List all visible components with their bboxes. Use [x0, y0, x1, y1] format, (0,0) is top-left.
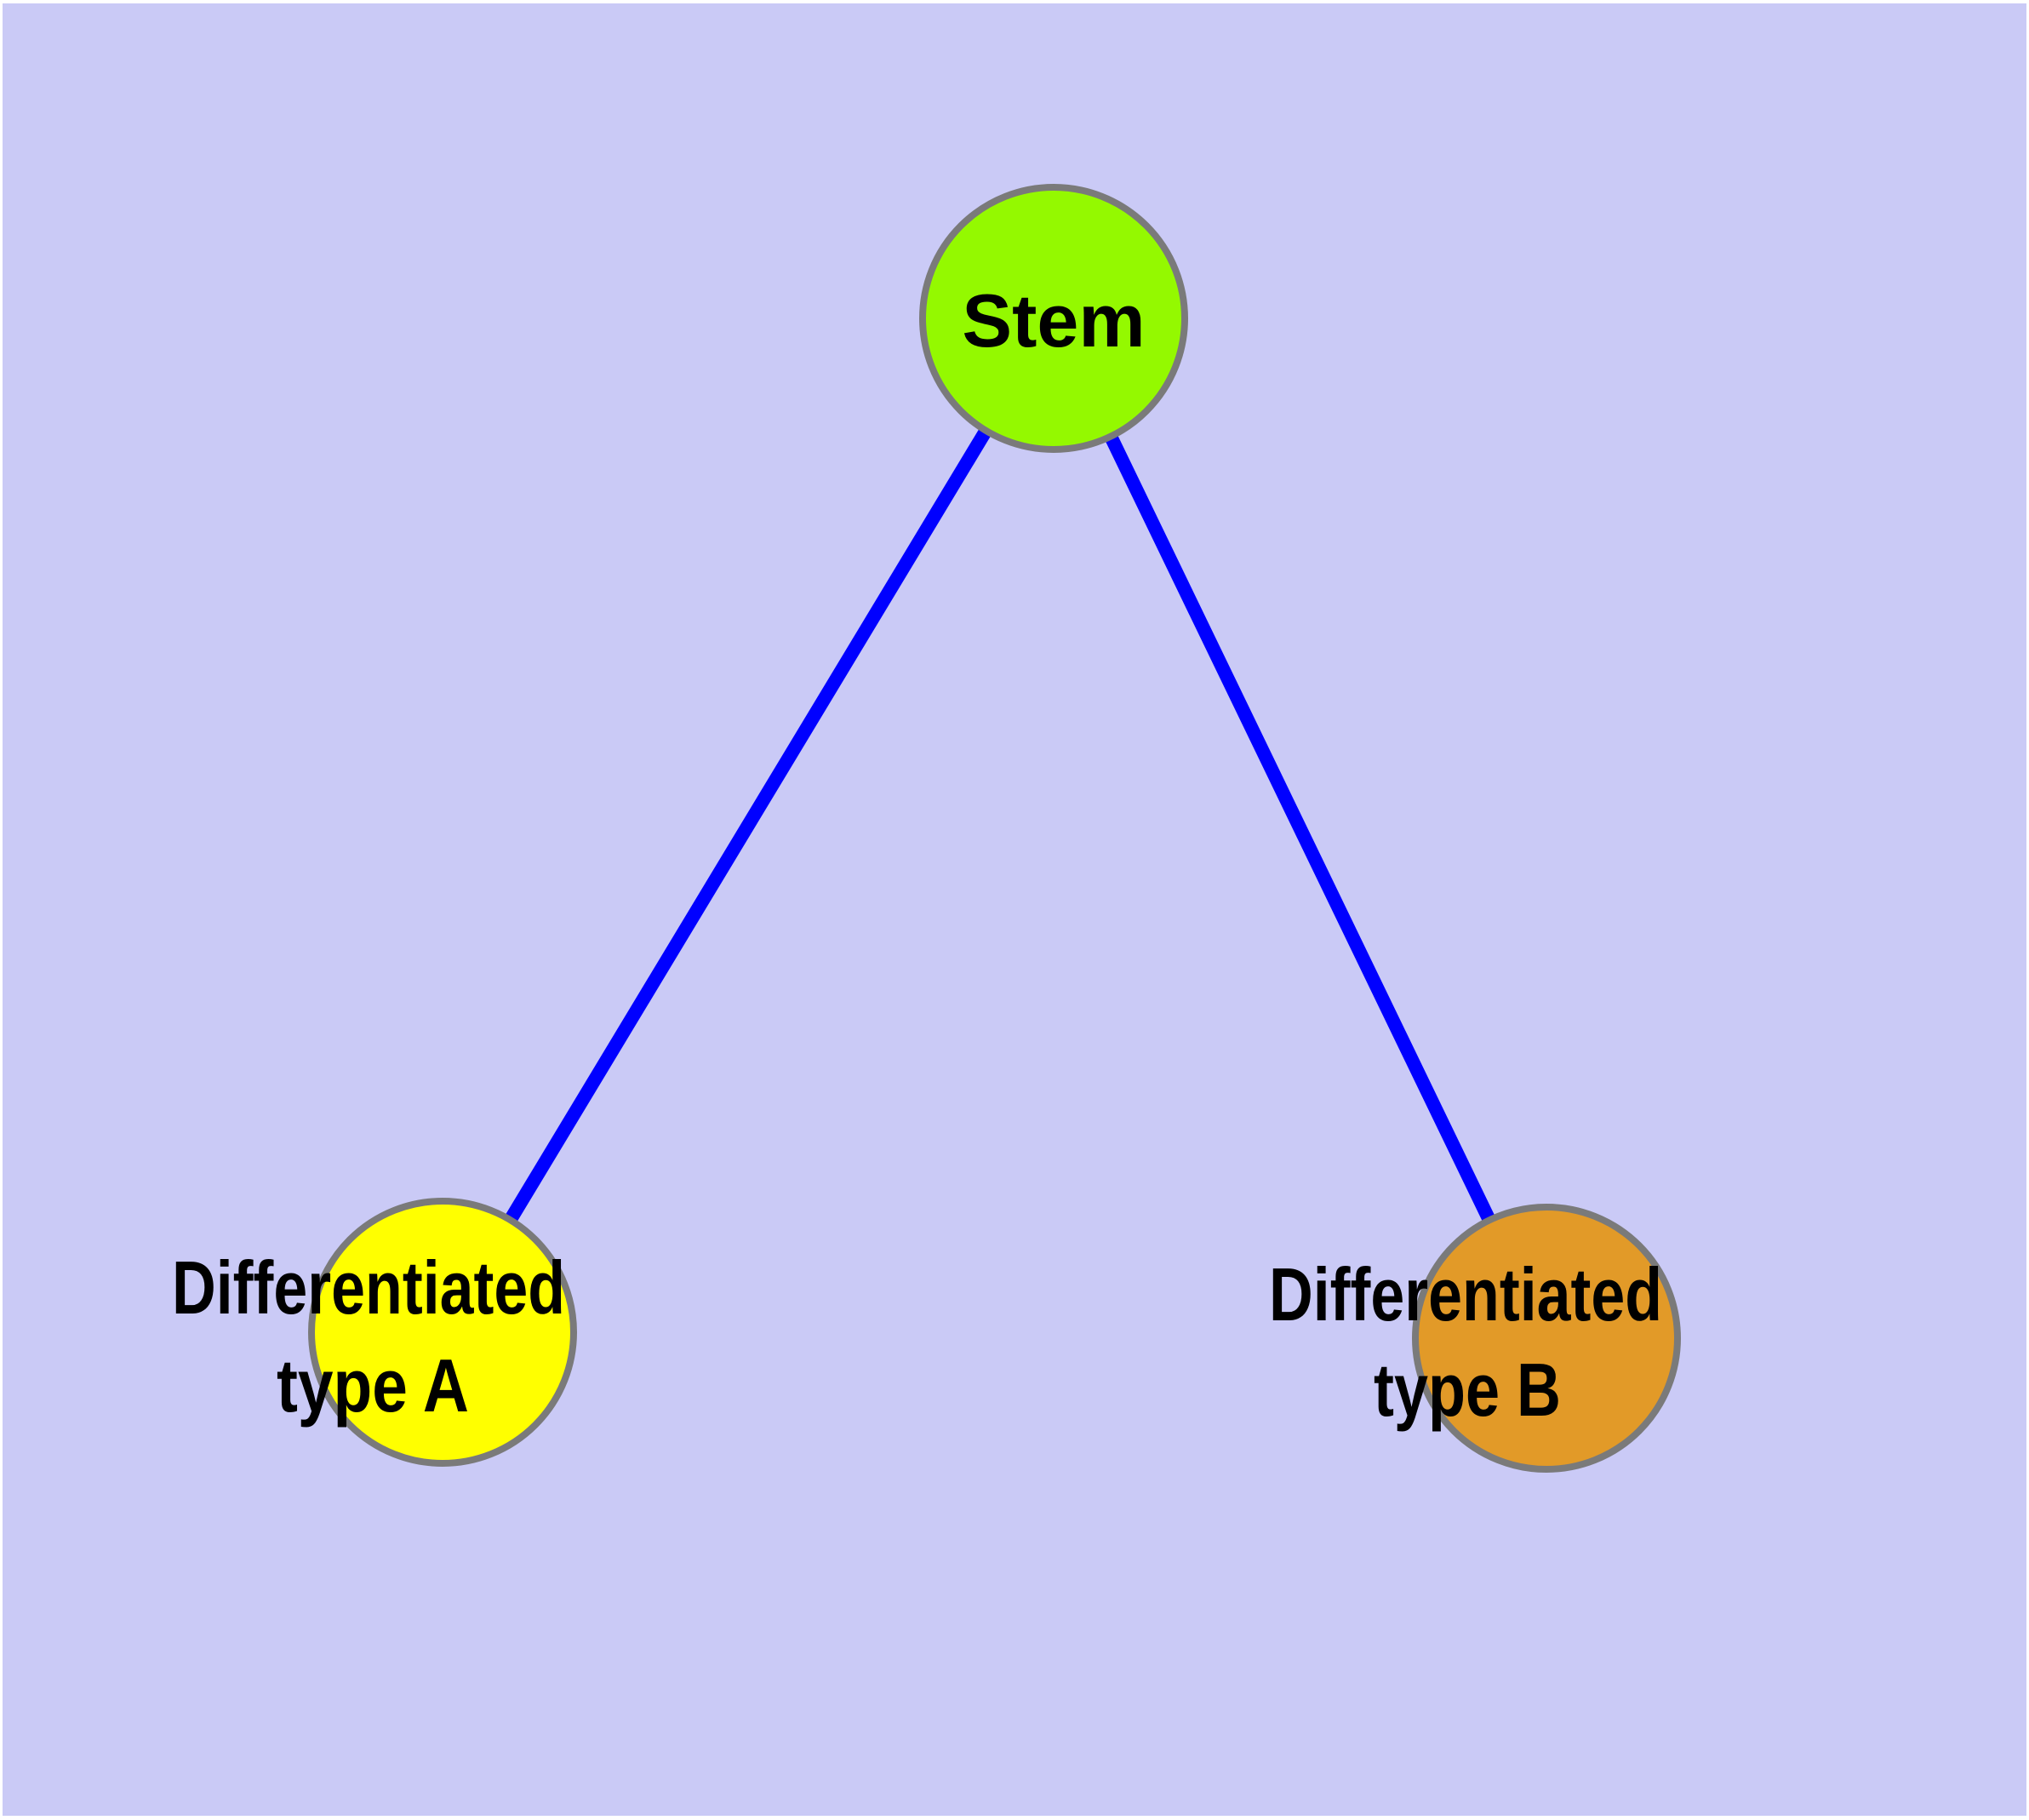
node-differentiated-type-a [308, 1198, 577, 1467]
node-differentiated-type-b [1412, 1204, 1681, 1473]
node-differentiated-type-a-label-line2: type A [277, 1343, 469, 1428]
node-stem-label: Stem [962, 278, 1145, 363]
edge-stem-to-type-a [436, 312, 1060, 1339]
node-differentiated-type-b-label-line1: Differentiated [1269, 1252, 1662, 1336]
node-differentiated-type-b-label-line2: type B [1374, 1348, 1561, 1432]
edge-stem-to-type-b [1047, 312, 1553, 1345]
node-stem [919, 184, 1188, 453]
node-differentiated-type-a-label-line1: Differentiated [172, 1245, 565, 1330]
